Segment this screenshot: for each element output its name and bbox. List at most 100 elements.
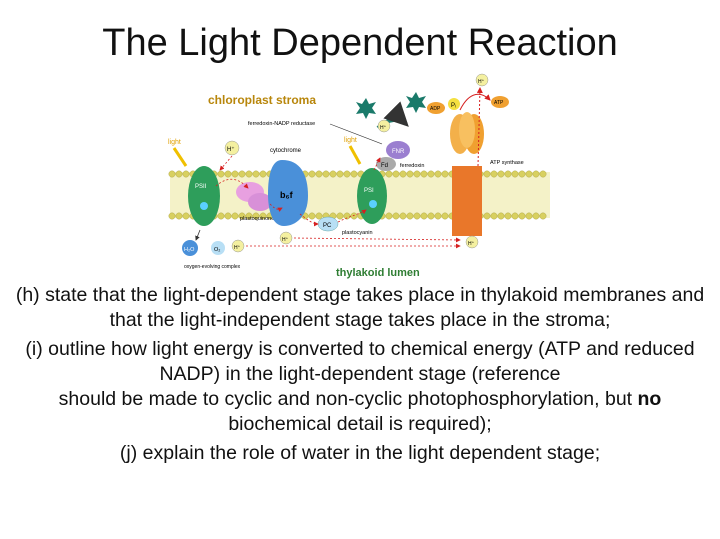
lipid-head: [315, 170, 323, 178]
lipid-head: [308, 170, 316, 178]
lipid-head: [532, 212, 540, 220]
lipid-head: [182, 212, 190, 220]
lipid-head: [441, 212, 449, 220]
light-reaction-diagram: chloroplast stroma thylakoid lumen light…: [160, 70, 560, 282]
lipid-head: [245, 170, 253, 178]
pi-label: Pᵢ: [451, 103, 456, 109]
fnr-full-label: ferredoxin-NADP reductase: [248, 121, 315, 127]
electron-flow-1: [215, 178, 249, 189]
lipid-head: [434, 170, 442, 178]
lipid-head: [399, 212, 407, 220]
lipid-head: [483, 170, 491, 178]
plastoquinone: plastoquinone: [236, 182, 274, 222]
lipid-head: [532, 170, 540, 178]
lipid-head: [175, 170, 183, 178]
lipid-head: [497, 170, 505, 178]
pc-label: PC: [323, 223, 332, 229]
lipid-head: [175, 212, 183, 220]
nadp-reaction: H⁺: [356, 92, 426, 133]
lipid-head: [350, 170, 358, 178]
lipid-head: [217, 170, 225, 178]
lipid-head: [224, 212, 232, 220]
slide-title: The Light Dependent Reaction: [102, 22, 618, 64]
svg-text:H⁺: H⁺: [227, 146, 235, 153]
electron-flow-2: [269, 203, 283, 212]
stroma-label: chloroplast stroma: [208, 93, 316, 107]
lipid-head: [525, 212, 533, 220]
atp-synthase: ATP synthase: [450, 112, 524, 236]
lipid-head: [308, 212, 316, 220]
lipid-head: [406, 212, 414, 220]
lipid-head: [539, 212, 547, 220]
lipid-head: [511, 170, 519, 178]
electron-flow-4: [337, 209, 367, 223]
light-arrow-left-icon: [172, 147, 188, 167]
lipid-head: [252, 170, 260, 178]
psii-label: PSII: [195, 184, 207, 190]
lipid-head: [350, 212, 358, 220]
lipid-head: [245, 212, 253, 220]
lipid-head: [420, 212, 428, 220]
atp-label: ATP: [494, 100, 504, 106]
ferredoxin-label: ferredoxin: [400, 163, 424, 169]
lipid-head: [504, 212, 512, 220]
lipid-head: [392, 170, 400, 178]
lipid-head: [399, 170, 407, 178]
objective-i-part1: (i) outline how light energy is converte…: [25, 338, 695, 385]
svg-text:H⁺: H⁺: [234, 245, 241, 251]
lipid-head: [385, 170, 393, 178]
electron-flow-3: [299, 213, 319, 227]
light-label-left: light: [168, 139, 181, 146]
psi-complex: PSI: [357, 168, 387, 224]
lipid-head: [231, 212, 239, 220]
fd-label: Fd: [381, 163, 388, 169]
lipid-head: [483, 212, 491, 220]
lipid-head: [420, 170, 428, 178]
lipid-head: [392, 212, 400, 220]
lipid-head: [182, 170, 190, 178]
svg-text:H⁺: H⁺: [478, 79, 485, 85]
adp-label: ADP: [430, 106, 441, 112]
lipid-head: [413, 170, 421, 178]
water-splitting: H₂O O₂ oxygen-evolving complex: [182, 229, 241, 270]
lipid-head: [343, 212, 351, 220]
objective-h: (h) state that the light-dependent stage…: [15, 284, 705, 331]
lipid-head: [525, 170, 533, 178]
lipid-head: [427, 212, 435, 220]
lipid-head: [490, 212, 498, 220]
h2o-label: H₂O: [184, 247, 195, 253]
lipid-head: [343, 170, 351, 178]
lipid-head: [336, 170, 344, 178]
atp-reaction: ADP Pᵢ ATP H⁺: [427, 73, 509, 167]
lumen-label: thylakoid lumen: [336, 267, 420, 279]
lipid-head: [441, 170, 449, 178]
emphasis-no: no: [637, 388, 662, 410]
lipid-head: [504, 170, 512, 178]
lipid-head: [518, 212, 526, 220]
svg-text:H⁺: H⁺: [468, 241, 475, 247]
psi-label: PSI: [364, 188, 374, 194]
b6f-label: b₆f: [280, 190, 294, 200]
lipid-head: [518, 170, 526, 178]
lipid-head: [259, 212, 267, 220]
objective-j: (j) explain the role of water in the lig…: [119, 442, 601, 464]
lipid-head: [434, 212, 442, 220]
plastoquinone-label: plastoquinone: [240, 216, 274, 222]
o2-label: O₂: [214, 247, 220, 253]
lipid-head: [511, 212, 519, 220]
lipid-head: [259, 170, 267, 178]
diagram-svg: chloroplast stroma thylakoid lumen light…: [168, 73, 550, 279]
atp-synthase-label: ATP synthase: [490, 160, 524, 166]
lipid-head: [168, 170, 176, 178]
lipid-head: [329, 170, 337, 178]
lipid-head: [385, 212, 393, 220]
cytochrome-label: cytochrome: [270, 148, 302, 154]
psii-complex: PSII: [188, 166, 220, 226]
lipid-head: [413, 212, 421, 220]
cytochrome-complex: cytochrome b₆f: [268, 148, 308, 226]
fnr-fd-complex: ferredoxin-NADP reductase FNR Fd ferredo…: [248, 121, 424, 171]
lipid-head: [238, 170, 246, 178]
light-label-right: light: [344, 137, 357, 144]
learning-objectives: (h) state that the light-dependent stage…: [10, 283, 710, 470]
lipid-head: [322, 170, 330, 178]
